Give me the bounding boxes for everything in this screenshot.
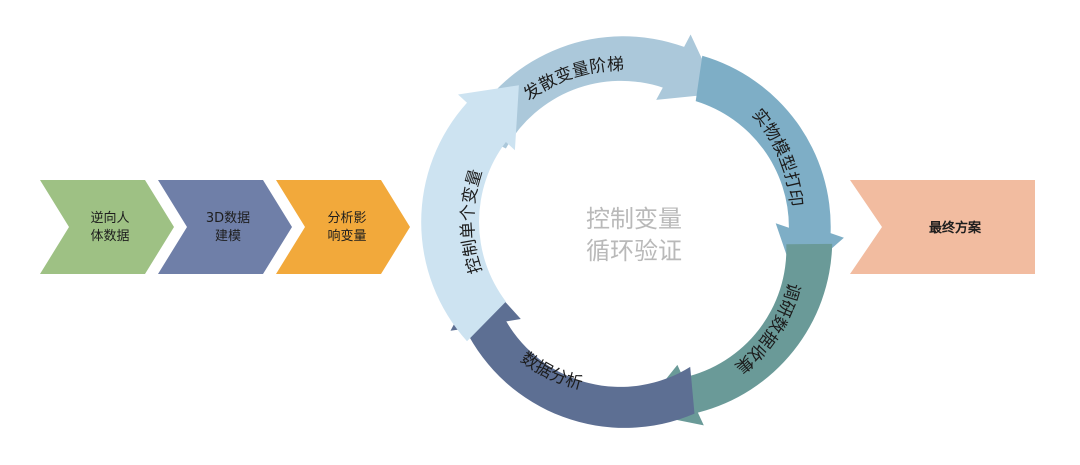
chevron-reverse-body-data: 逆向人 体数据 [40, 180, 174, 274]
cycle-arrow-single-variable [421, 85, 519, 342]
chevron-label-line2: 响变量 [327, 228, 366, 244]
chevron-shape [158, 180, 292, 274]
chevron-label-line1: 逆向人 [90, 210, 129, 226]
chevron-label-line2: 体数据 [90, 229, 129, 244]
chevron-label-line1: 3D数据 [206, 211, 250, 226]
chevron-3d-modeling: 3D数据 建模 [158, 180, 292, 274]
cycle-arrow-model-printing [695, 55, 844, 281]
chevron-final-plan: 最终方案 [850, 180, 1035, 274]
final-plan-label: 最终方案 [929, 220, 982, 236]
chevron-analyze-variables: 分析影 响变量 [276, 180, 410, 274]
chevron-shape [40, 180, 174, 274]
chevron-label-line2: 建模 [215, 229, 241, 244]
chevron-shape [276, 180, 410, 274]
chevron-label-line1: 分析影 [327, 211, 366, 226]
cycle-center-title-line2: 循环验证 [586, 237, 682, 265]
cycle-center-title-line1: 控制变量 [586, 205, 682, 233]
cycle-arrow-data-analysis [450, 274, 695, 428]
chevron-shape [850, 180, 1035, 274]
cycle-arrow-divergent-steps [467, 34, 719, 149]
